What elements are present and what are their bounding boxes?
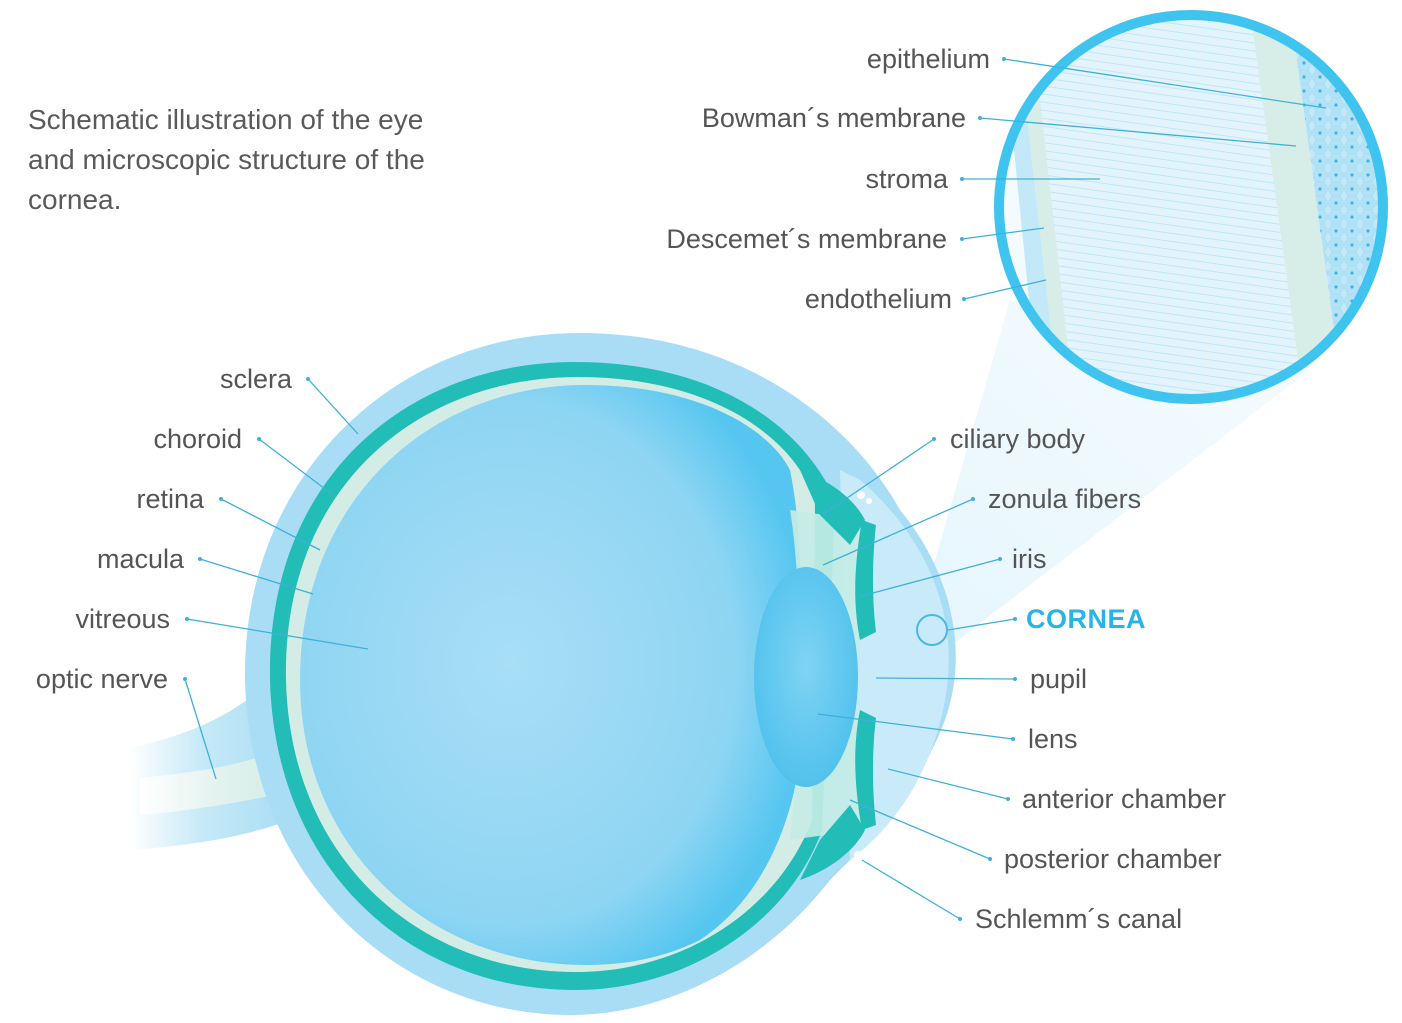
label-ciliary-body: ciliary body bbox=[950, 423, 1085, 455]
label-choroid: choroid bbox=[153, 423, 242, 455]
label-iris: iris bbox=[1012, 543, 1047, 575]
label-endothelium: endothelium bbox=[805, 283, 952, 315]
label-epithelium: epithelium bbox=[867, 43, 990, 75]
label-anterior-chamber: anterior chamber bbox=[1022, 783, 1226, 815]
label-optic-nerve: optic nerve bbox=[36, 663, 168, 695]
label-descemet-membrane: Descemet´s membrane bbox=[666, 223, 947, 255]
label-bowman-membrane: Bowman´s membrane bbox=[702, 102, 966, 134]
label-posterior-chamber: posterior chamber bbox=[1004, 843, 1222, 875]
label-lens: lens bbox=[1028, 723, 1078, 755]
label-schlemm-canal: Schlemm´s canal bbox=[975, 903, 1182, 935]
label-stroma: stroma bbox=[865, 163, 948, 195]
label-pupil: pupil bbox=[1030, 663, 1087, 695]
label-cornea: CORNEA bbox=[1026, 603, 1146, 635]
label-retina: retina bbox=[136, 483, 204, 515]
label-zonula-fibers: zonula fibers bbox=[988, 483, 1141, 515]
label-vitreous: vitreous bbox=[75, 603, 170, 635]
label-macula: macula bbox=[97, 543, 184, 575]
label-sclera: sclera bbox=[220, 363, 292, 395]
diagram-caption: Schematic illustration of the eye and mi… bbox=[28, 100, 468, 220]
